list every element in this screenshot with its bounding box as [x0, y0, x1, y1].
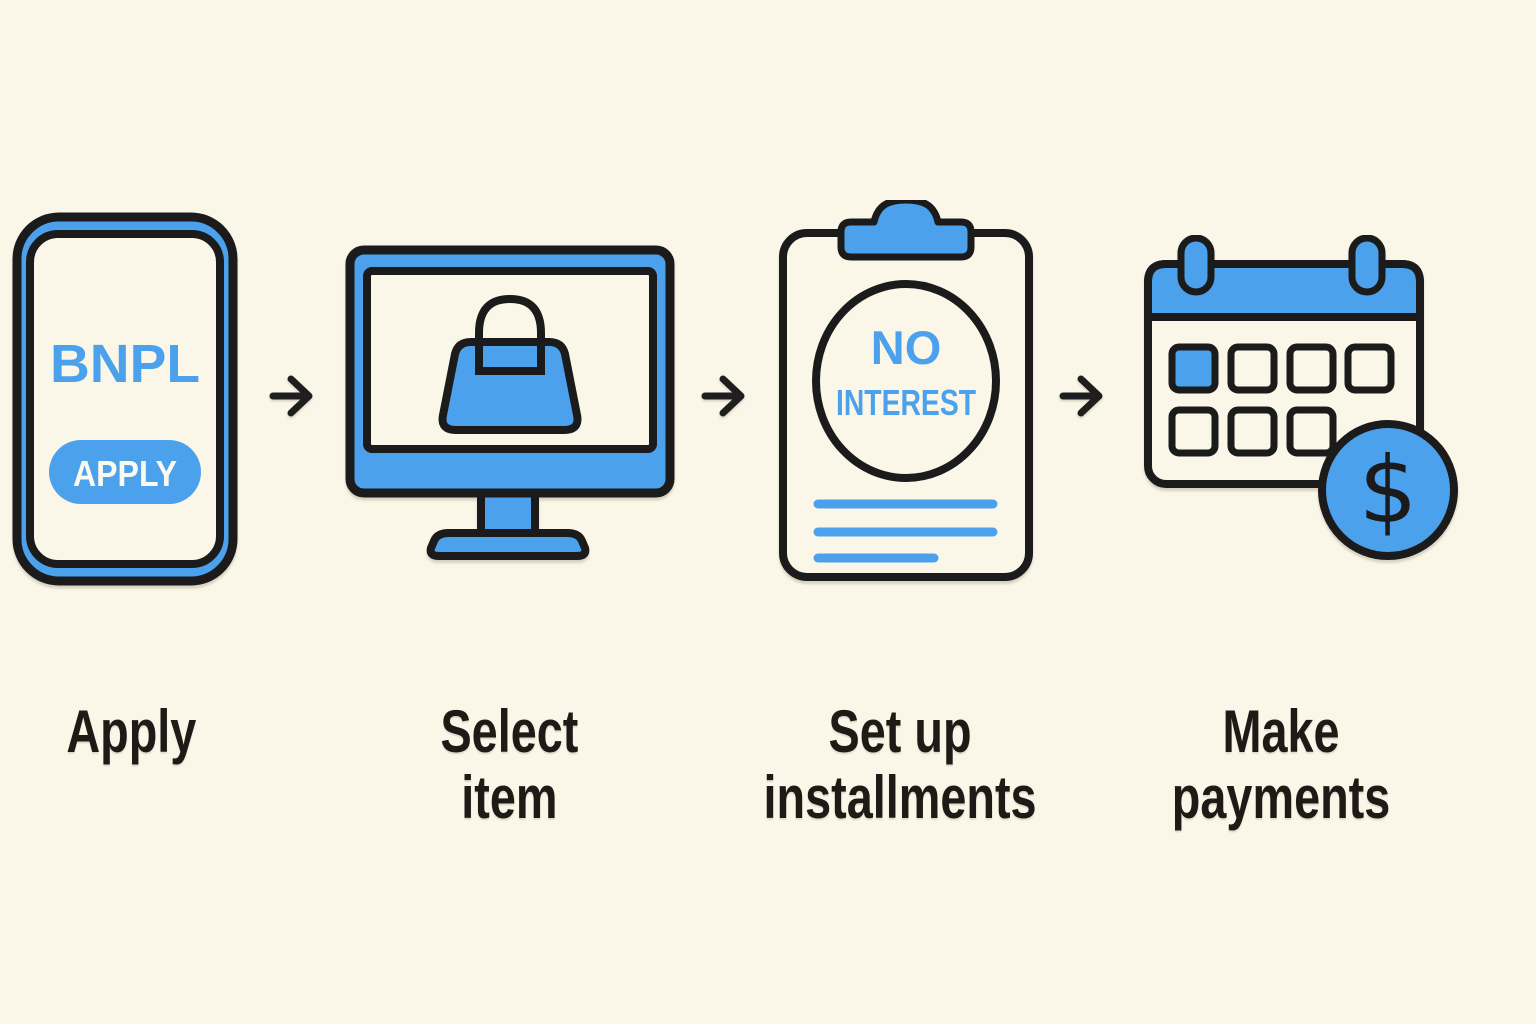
dollar-sign: $ — [1359, 437, 1418, 544]
apply-button-pill — [49, 440, 201, 504]
calendar-day-cell — [1344, 343, 1395, 394]
calendar-day-cell — [1286, 343, 1337, 394]
calendar-day-cell — [1227, 406, 1278, 457]
arrow-right-icon — [701, 375, 745, 417]
bnpl-logo-text: BNPL — [50, 334, 200, 394]
shopping-bag-handle — [475, 294, 545, 375]
phone-screen — [26, 230, 224, 568]
step-label-make-payments: Make payments — [1171, 698, 1391, 831]
interest-text: INTEREST — [836, 382, 976, 423]
calendar-ring — [1348, 235, 1386, 296]
step-label-set-up-installments: Set up installments — [763, 698, 1037, 831]
smartphone-bnpl-icon: BNPL APPLY — [12, 212, 238, 586]
monitor-stand-base — [426, 529, 590, 560]
apply-button-label: APPLY — [73, 453, 177, 494]
clipboard-clip — [837, 200, 975, 261]
no-interest-circle — [812, 280, 1000, 482]
calendar-day-cell — [1168, 406, 1219, 457]
calendar-day-cell — [1286, 406, 1337, 457]
arrow-right-icon — [1059, 375, 1103, 417]
no-text: NO — [871, 321, 942, 374]
step-label-select-item: Select item — [440, 698, 578, 831]
step-label-apply: Apply — [65, 698, 196, 765]
calendar-ring — [1177, 235, 1215, 296]
shopping-bag-body — [438, 338, 582, 434]
calendar-dollar-icon: $ — [1144, 235, 1458, 560]
dollar-circle — [1318, 420, 1458, 560]
monitor-shopping-bag-icon — [345, 245, 675, 560]
calendar-day-cell-active — [1168, 343, 1219, 394]
arrow-right-icon — [269, 375, 313, 417]
calendar-day-cell — [1227, 343, 1278, 394]
clipboard-no-interest-icon: NO INTEREST — [779, 200, 1033, 581]
